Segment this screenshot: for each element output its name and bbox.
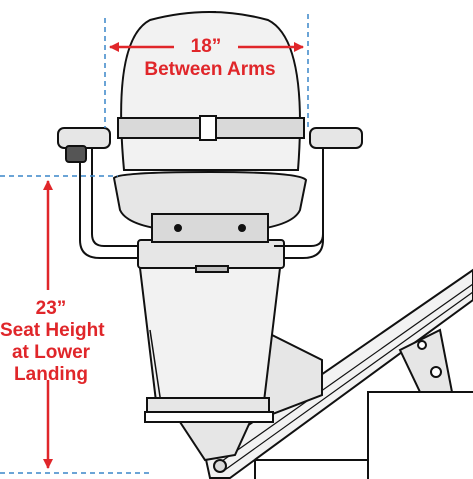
stair-rail [203, 268, 473, 479]
lift-carriage [138, 267, 323, 473]
seat-height-line-2: at Lower [11, 342, 91, 363]
arm-width-label: Between Arms [144, 59, 276, 80]
armrests [57, 127, 363, 163]
armrest-supports [79, 148, 324, 259]
seat-height-callout: 23” Seat Height at Lower Landing [0, 298, 105, 386]
seat-height-line-1: Seat Height [0, 320, 105, 341]
seat-cushion [112, 170, 308, 243]
seat-height-line-3: Landing [14, 364, 88, 385]
seat-back [117, 11, 305, 171]
seat-height-value: 23” [35, 298, 67, 319]
arm-width-value: 18” [190, 36, 222, 57]
seat-base [137, 239, 285, 273]
guide-lines [0, 14, 309, 474]
